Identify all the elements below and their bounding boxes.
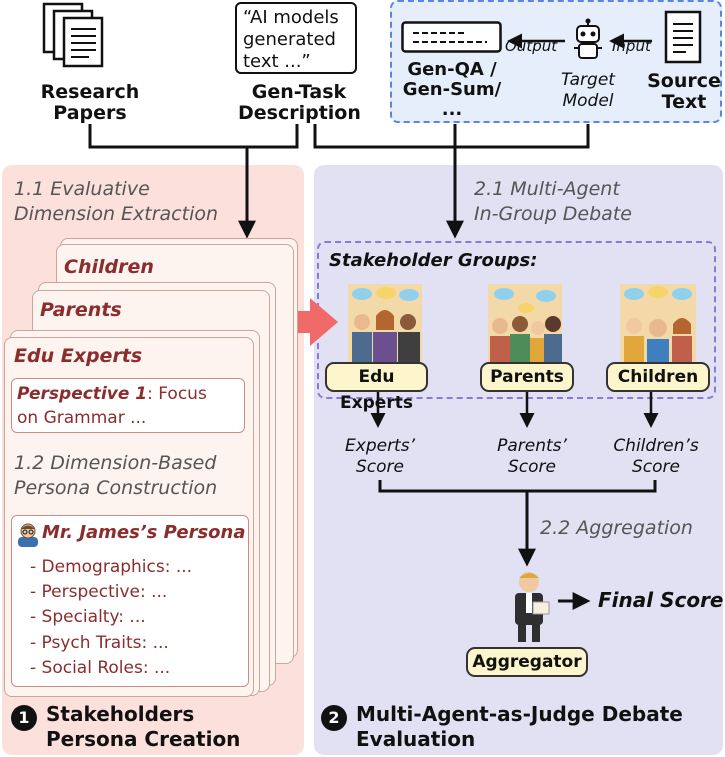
perspective-detail: : Focus on Grammar ... (17, 384, 207, 428)
parents-illustration (488, 284, 562, 364)
parents-score-label: Parents’ Score (497, 436, 567, 477)
section-1-title: Stakeholders Persona Creation (46, 702, 241, 751)
input-arrow-label: Input (612, 37, 651, 55)
target-model-label: Target Model (561, 70, 615, 111)
quote-box: “AI models generated text ...” (235, 2, 357, 74)
aggregator-label: Aggregator (466, 647, 588, 677)
judge-icon (515, 572, 550, 642)
group-edu-experts: Edu Experts (325, 362, 428, 413)
output-types-label: Gen-QA / Gen-Sum/ ... (402, 59, 502, 120)
step-2-1-label: 2.1 Multi-Agent In-Group Debate (474, 178, 632, 225)
gen-task-label: Gen-Task Description (238, 81, 361, 124)
section-1-number: 1 (11, 705, 37, 731)
persona-item: - Perspective: ... (30, 582, 168, 602)
step-1-2-label: 1.2 Dimension-Based Persona Construction (14, 452, 218, 499)
persona-item: - Specialty: ... (30, 607, 146, 627)
experts-score-label: Experts’ Score (345, 436, 415, 477)
section-2-number: 2 (321, 705, 347, 731)
group-children: Children (606, 362, 710, 392)
avatar-icon (18, 523, 38, 547)
group-parents: Parents (480, 362, 574, 392)
robot-icon (574, 18, 602, 59)
card-children-title: Children (64, 256, 154, 278)
children-illustration (620, 284, 696, 364)
perspective-text: Perspective 1: Focus on Grammar ... (17, 382, 241, 430)
children-score-label: Children’s Score (613, 436, 699, 477)
card-parents-title: Parents (40, 299, 122, 321)
source-text-label: Source Text (647, 70, 721, 113)
stakeholder-groups-title: Stakeholder Groups: (329, 250, 538, 271)
perspective-box (11, 378, 245, 433)
perspective-title: Perspective 1 (17, 384, 148, 404)
persona-item: - Demographics: ... (30, 557, 193, 577)
persona-title: Mr. James’s Persona (42, 522, 246, 543)
output-text-box-icon (401, 21, 502, 53)
section-2-title: Multi-Agent-as-Judge Debate Evaluation (356, 702, 683, 751)
persona-box (11, 515, 249, 687)
final-score-label: Final Score (598, 588, 724, 612)
document-stack-icon (42, 2, 104, 68)
output-arrow-label: Output (505, 37, 558, 55)
card-edu-experts-title: Edu Experts (14, 345, 143, 367)
persona-item: - Social Roles: ... (30, 658, 171, 678)
document-icon (664, 10, 702, 64)
research-papers-label: Research Papers (40, 81, 140, 124)
edu-experts-illustration (348, 284, 422, 364)
persona-item: - Psych Traits: ... (30, 633, 169, 653)
step-1-1-label: 1.1 Evaluative Dimension Extraction (14, 178, 219, 225)
step-2-2-label: 2.2 Aggregation (540, 517, 693, 539)
